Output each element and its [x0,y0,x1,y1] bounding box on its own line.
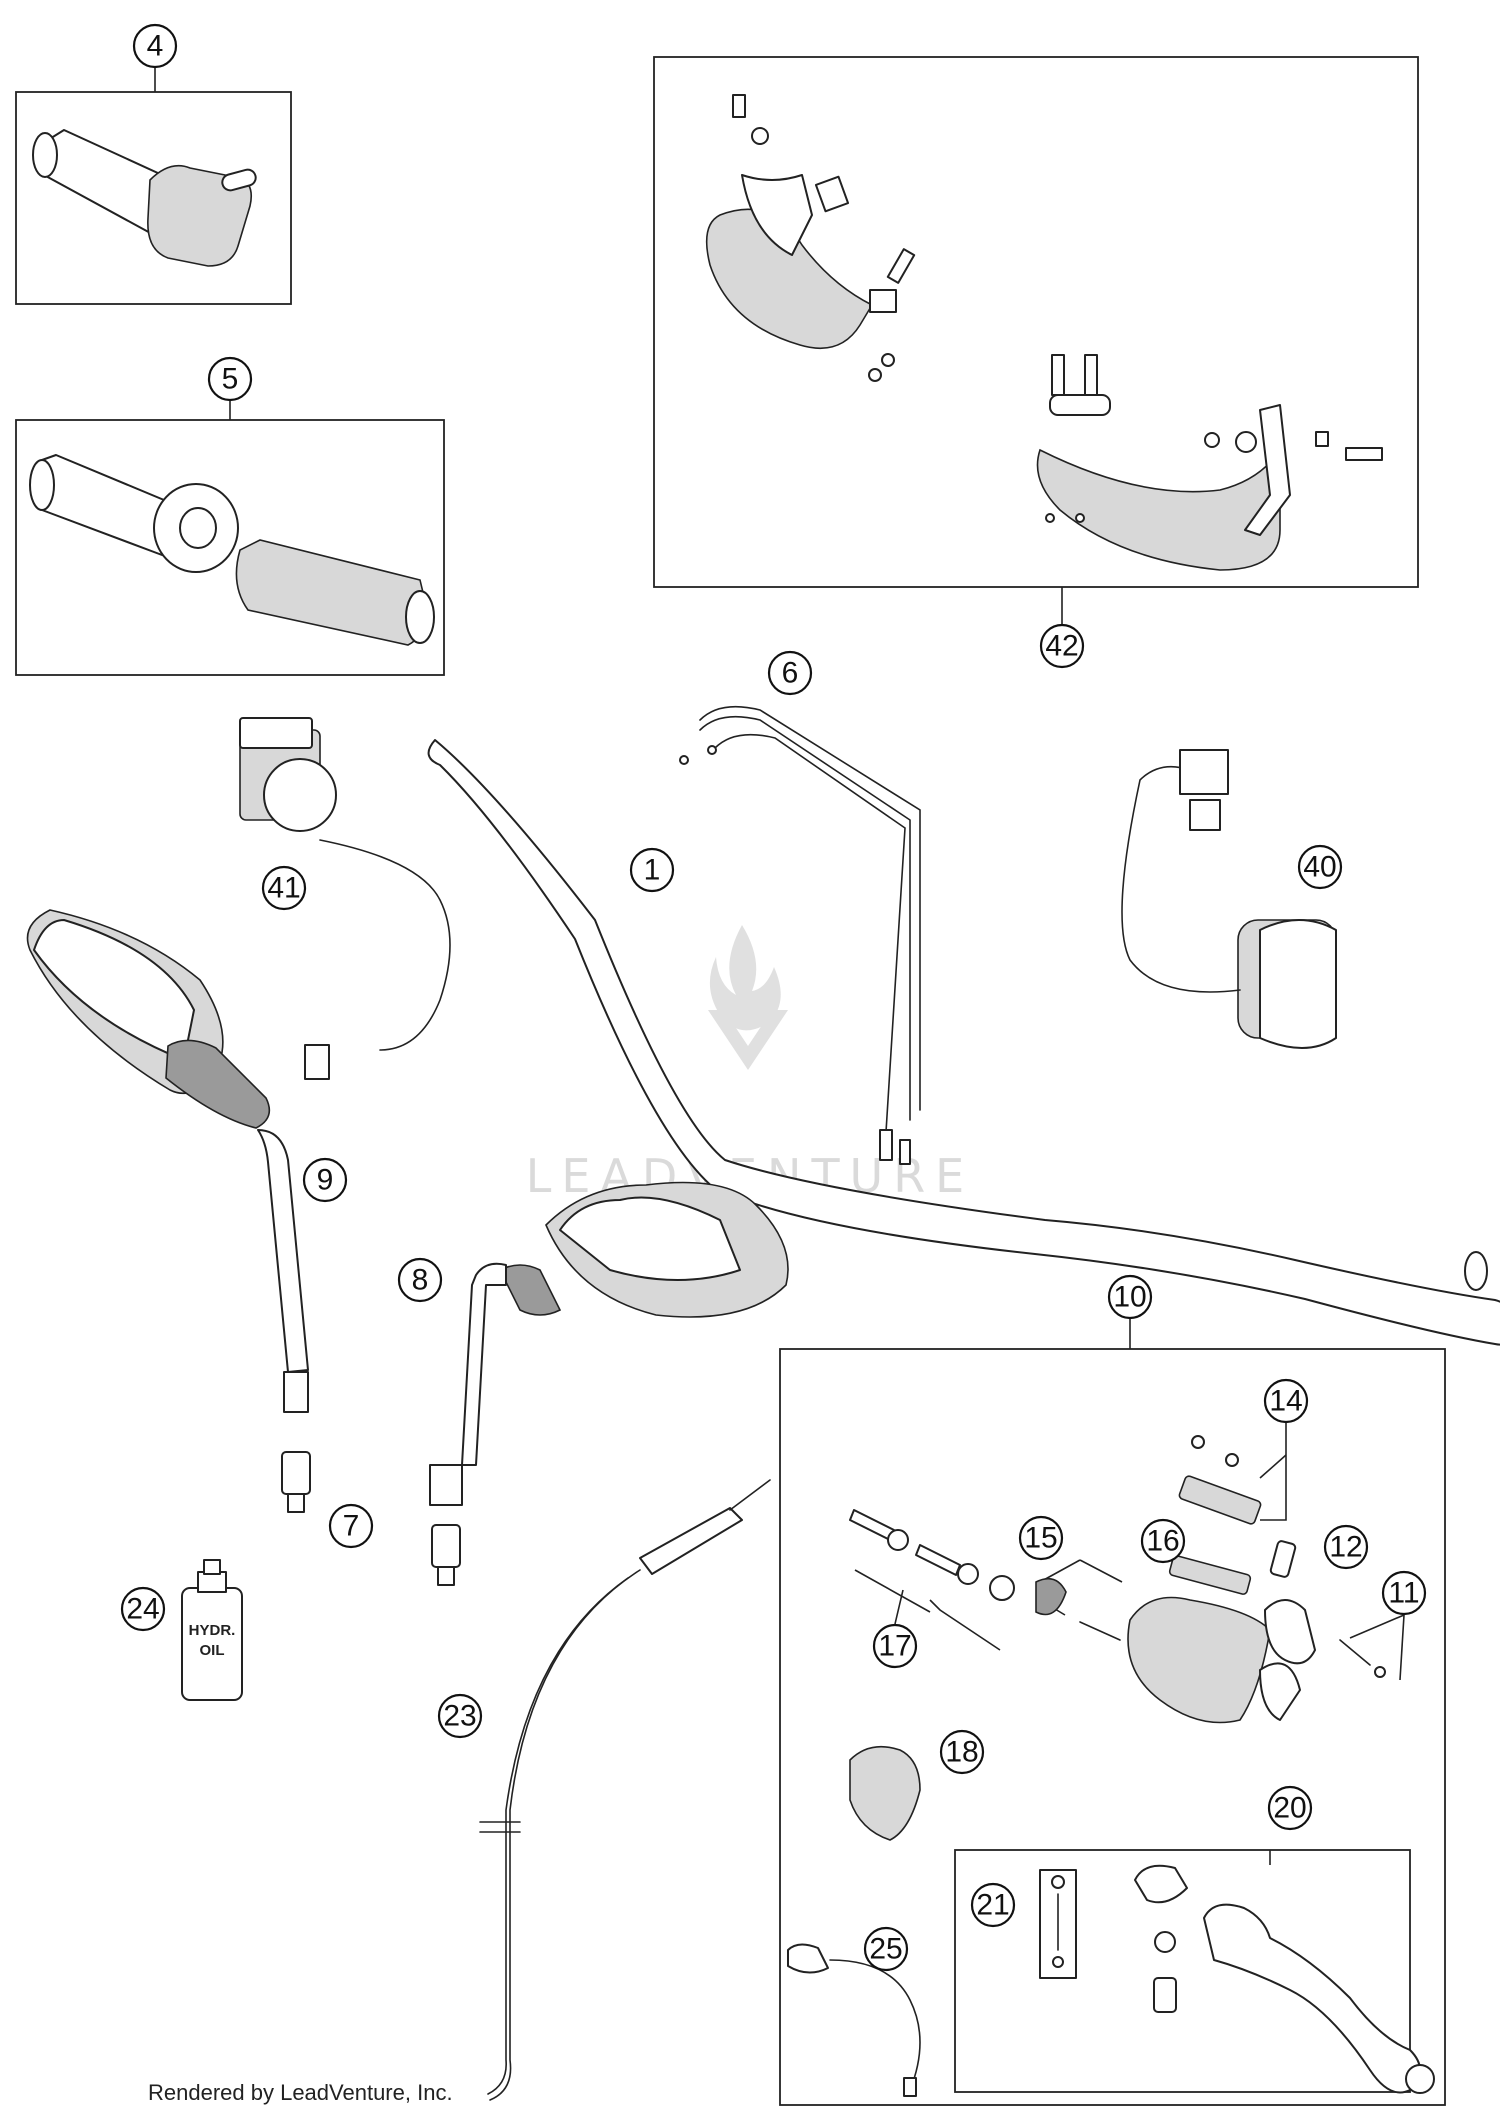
callout-40: 40 [1297,844,1343,890]
callout-21: 21 [970,1882,1016,1928]
frame-42 [653,56,1419,588]
bottle-label-line1: HYDR. [189,1622,236,1639]
callout-12-label: 12 [1329,1531,1362,1564]
callout-41-label: 41 [267,872,300,905]
part-40-switch [1121,749,1337,1049]
callout-42: 42 [1039,623,1085,669]
frame-10 [779,1348,1446,2106]
callout-24: 24 [120,1586,166,1632]
part-41-switch [239,717,451,1080]
leader-lines [154,67,1405,1865]
part-9-mirror [26,909,309,1413]
callout-11: 11 [1381,1570,1427,1616]
callout-4: 4 [132,23,178,69]
callout-4-label: 4 [147,30,164,63]
part-6-throttle-cables [679,705,921,1165]
callout-16-label: 16 [1146,1525,1179,1558]
callout-10-label: 10 [1113,1281,1146,1314]
part-42-hand-guards [705,94,1383,571]
callout-14-label: 14 [1269,1385,1302,1418]
callout-9-label: 9 [317,1164,334,1197]
callout-9: 9 [302,1157,348,1203]
part-4-throttle-grip [32,129,257,267]
callout-25-label: 25 [869,1933,902,1966]
callout-21-label: 21 [976,1889,1009,1922]
callout-15: 15 [1018,1515,1064,1561]
callout-23: 23 [437,1693,483,1739]
callout-1: 1 [629,847,675,893]
callout-20: 20 [1267,1785,1313,1831]
callout-6-label: 6 [782,657,799,690]
callout-8: 8 [397,1257,443,1303]
callout-11-label: 11 [1388,1577,1419,1610]
part-24-oil-bottle: HYDR. OIL [181,1559,243,1701]
callout-8-label: 8 [412,1264,429,1297]
callout-7: 7 [328,1503,374,1549]
callout-6: 6 [767,650,813,696]
part-5-grips [29,454,435,646]
callout-10: 10 [1107,1274,1153,1320]
callout-23-label: 23 [443,1700,476,1733]
callout-12: 12 [1323,1524,1369,1570]
callout-41: 41 [261,865,307,911]
frame-20 [954,1849,1411,2093]
part-23-cable [479,1479,771,2101]
part-10-clutch-master-cylinder [849,1435,1386,1841]
callout-25: 25 [863,1926,909,1972]
callout-17: 17 [872,1623,918,1669]
callout-15-label: 15 [1024,1522,1057,1555]
callout-42-label: 42 [1045,630,1078,663]
callout-5: 5 [207,356,253,402]
render-credit: Rendered by LeadVenture, Inc. [148,2080,453,2105]
callout-1-label: 1 [644,854,661,887]
part-20-clutch-lever [1039,1864,1435,2094]
callout-5-label: 5 [222,363,239,396]
callout-24-label: 24 [126,1593,159,1626]
callout-16: 16 [1140,1518,1186,1564]
callout-18: 18 [939,1729,985,1775]
callout-14: 14 [1263,1378,1309,1424]
callout-20-label: 20 [1273,1792,1306,1825]
callout-17-label: 17 [878,1630,911,1663]
callout-40-label: 40 [1303,851,1336,884]
part-7-bar-ends [281,1451,461,1586]
frame-4 [15,91,292,305]
callout-7-label: 7 [343,1510,360,1543]
bottle-label-line2: OIL [200,1642,225,1659]
part-8-mirror [429,1181,789,1506]
callout-18-label: 18 [945,1736,978,1769]
part-25-sensor [787,1943,921,2097]
